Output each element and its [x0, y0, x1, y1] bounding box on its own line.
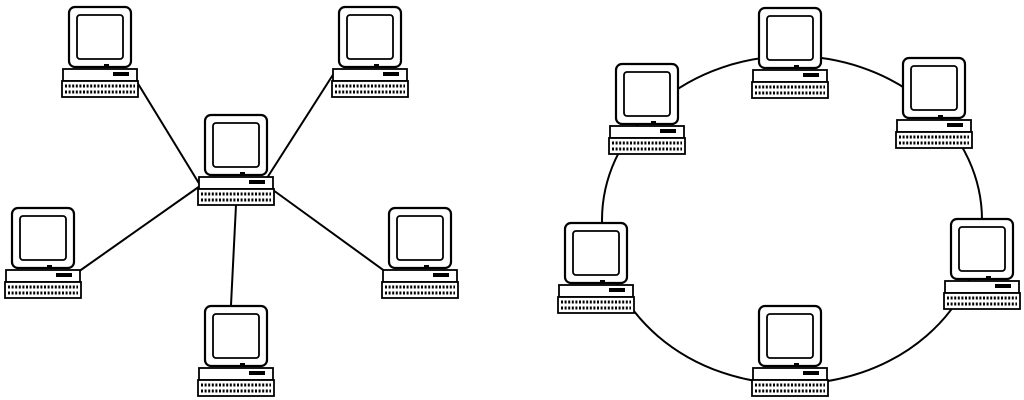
- star-computer-top-right-icon: [330, 5, 410, 99]
- ring-computer-top-icon: [750, 6, 830, 100]
- star-topology: [3, 5, 460, 398]
- ring-computer-top-left-icon: [607, 62, 687, 156]
- star-link-mid-right: [272, 189, 387, 273]
- ring-topology: [556, 6, 1022, 398]
- ring-computer-left-icon: [556, 221, 636, 315]
- star-computer-top-left-icon: [60, 5, 140, 99]
- star-computer-mid-right-icon: [380, 206, 460, 300]
- star-link-mid-left: [77, 185, 201, 273]
- star-hub-computer-icon: [196, 113, 276, 207]
- ring-computer-bottom-icon: [750, 304, 830, 398]
- star-link-top-right: [266, 69, 337, 179]
- star-computer-mid-left-icon: [3, 206, 83, 300]
- star-computer-bottom-icon: [196, 304, 276, 398]
- ring-computer-top-right-icon: [894, 56, 974, 150]
- star-link-bottom: [230, 204, 237, 306]
- star-link-top-left: [136, 81, 201, 186]
- star-links: [77, 69, 387, 306]
- ring-computer-right-icon: [942, 217, 1022, 311]
